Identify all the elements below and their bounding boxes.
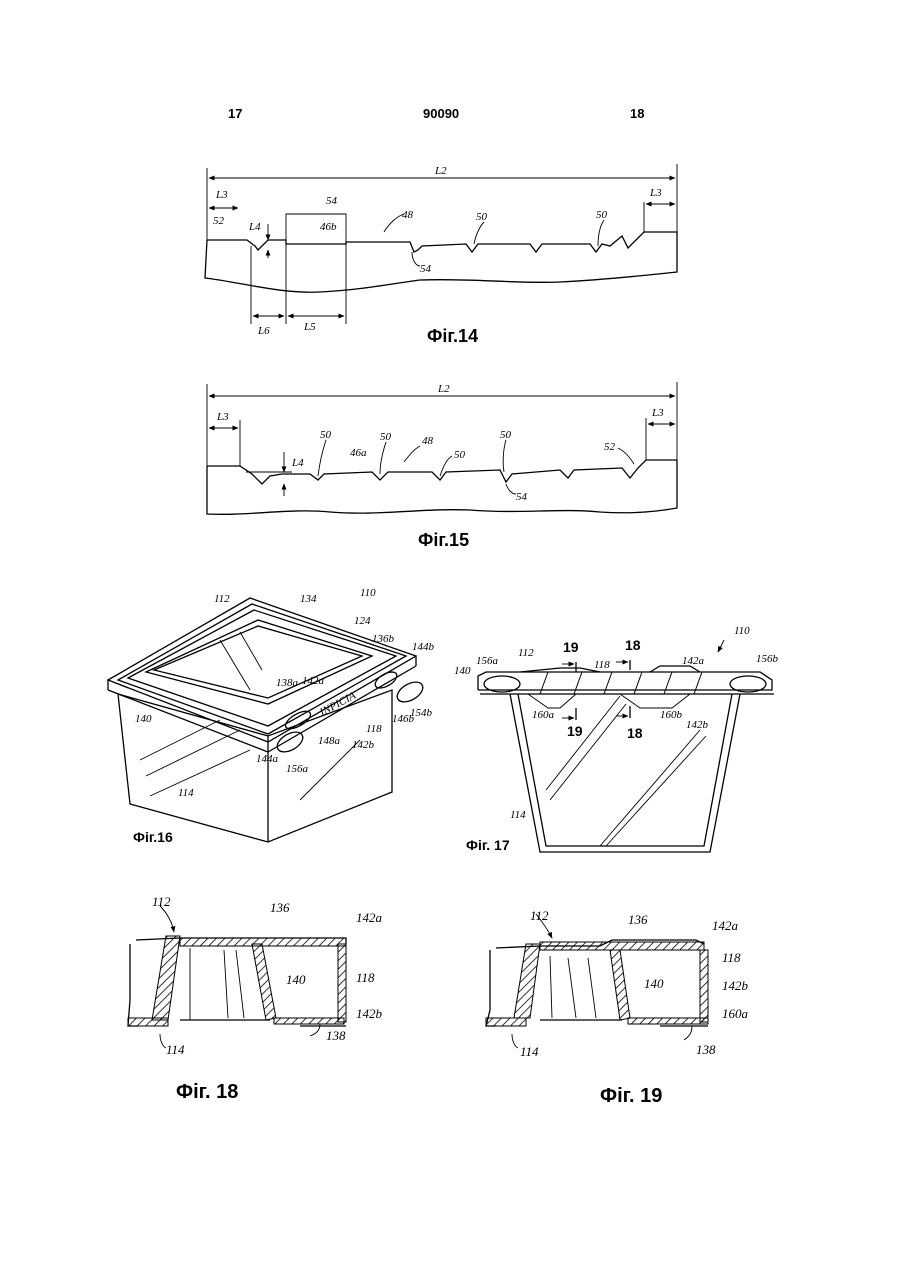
figure-19: 112 136 142a 118 140 142b 160a 138 114 Ф… [486, 908, 749, 1107]
fig16-label-142a: 142a [302, 675, 325, 687]
fig14-label-54-bottom: 54 [420, 263, 432, 275]
fig17-label-110: 110 [734, 625, 750, 637]
fig14-label-46b: 46b [320, 221, 337, 233]
fig16-label-134: 134 [300, 593, 317, 605]
fig14-label-48: 48 [402, 209, 414, 221]
fig14-label-l4: L4 [248, 221, 261, 233]
fig16-label-144b: 144b [412, 641, 435, 653]
fig15-label-50a: 50 [320, 429, 332, 441]
fig16-label-142b: 142b [352, 739, 375, 751]
fig15-label-52: 52 [604, 441, 616, 453]
fig15-caption: Фіг.15 [418, 530, 469, 550]
fig19-label-136: 136 [628, 912, 648, 927]
fig17-caption: Фіг. 17 [466, 837, 510, 853]
fig16-caption: Фіг.16 [133, 829, 173, 845]
fig14-caption: Фіг.14 [427, 326, 478, 346]
fig17-label-118: 118 [594, 659, 610, 671]
fig16-label-140: 140 [135, 713, 152, 725]
figure-16: INPICIA 112 134 110 124 136b 144b 138a 1… [108, 587, 435, 845]
fig17-label-18-top: 18 [625, 637, 641, 653]
fig18-label-140: 140 [286, 972, 306, 987]
fig18-caption: Фіг. 18 [176, 1081, 238, 1103]
fig16-label-156a: 156a [286, 763, 309, 775]
fig16-label-110: 110 [360, 587, 376, 599]
fig15-label-l3-right: L3 [651, 407, 664, 419]
fig17-label-18-bottom: 18 [627, 725, 643, 741]
fig19-label-114: 114 [520, 1044, 539, 1059]
fig14-label-54-top: 54 [326, 195, 338, 207]
fig16-label-138a: 138a [276, 677, 299, 689]
fig15-label-54: 54 [516, 491, 528, 503]
fig16-label-148a: 148a [318, 735, 341, 747]
fig16-label-124: 124 [354, 615, 371, 627]
fig19-label-118: 118 [722, 950, 741, 965]
fig18-label-138: 138 [326, 1028, 346, 1043]
fig17-label-156a: 156a [476, 655, 499, 667]
figure-17: 110 19 18 112 118 142a 140 156a 156b 160… [454, 625, 779, 853]
fig17-label-112: 112 [518, 647, 534, 659]
fig14-label-l2: L2 [434, 165, 447, 177]
fig16-label-144a: 144a [256, 753, 279, 765]
fig14-label-l6: L6 [257, 325, 270, 337]
fig18-label-136: 136 [270, 900, 290, 915]
fig17-label-114: 114 [510, 809, 526, 821]
fig15-label-50d: 50 [500, 429, 512, 441]
fig16-label-114: 114 [178, 787, 194, 799]
fig18-label-142a: 142a [356, 910, 383, 925]
figure-15: L2 L3 L3 L4 50 46a 50 48 50 50 52 54 Фіг… [207, 382, 677, 550]
figure-14: L2 L3 L3 52 L4 54 46b 48 50 50 54 L6 L5 … [205, 164, 677, 346]
fig17-label-19-top: 19 [563, 639, 579, 655]
fig14-label-52: 52 [213, 215, 225, 227]
fig15-label-l3-left: L3 [216, 411, 229, 423]
fig15-label-l2: L2 [437, 383, 450, 395]
fig15-label-50c: 50 [454, 449, 466, 461]
fig18-label-114: 114 [166, 1042, 185, 1057]
fig14-label-l5: L5 [303, 321, 316, 333]
fig14-label-l3-right: L3 [649, 187, 662, 199]
fig17-label-160a: 160a [532, 709, 555, 721]
fig18-label-142b: 142b [356, 1006, 383, 1021]
fig19-caption: Фіг. 19 [600, 1085, 662, 1107]
fig17-label-140: 140 [454, 665, 471, 677]
fig17-label-142b: 142b [686, 719, 709, 731]
fig17-label-156b: 156b [756, 653, 779, 665]
fig14-label-l3-left: L3 [215, 189, 228, 201]
fig19-label-142b: 142b [722, 978, 749, 993]
figure-18: 112 136 142a 140 118 142b 138 114 Фіг. 1… [128, 894, 383, 1103]
fig17-label-142a: 142a [682, 655, 705, 667]
fig15-label-l4: L4 [291, 457, 304, 469]
fig17-label-160b: 160b [660, 709, 683, 721]
fig16-label-112: 112 [214, 593, 230, 605]
fig15-label-48: 48 [422, 435, 434, 447]
fig18-label-118: 118 [356, 970, 375, 985]
fig15-label-50b: 50 [380, 431, 392, 443]
fig16-label-136b: 136b [372, 633, 395, 645]
fig19-label-138: 138 [696, 1042, 716, 1057]
fig14-label-50b: 50 [596, 209, 608, 221]
fig16-label-118: 118 [366, 723, 382, 735]
fig19-label-140: 140 [644, 976, 664, 991]
fig19-label-142a: 142a [712, 918, 739, 933]
fig16-label-154b: 154b [410, 707, 433, 719]
fig15-label-46a: 46a [350, 447, 367, 459]
fig17-label-19-bottom: 19 [567, 723, 583, 739]
fig19-label-112: 112 [530, 908, 549, 923]
fig19-label-160a: 160a [722, 1006, 749, 1021]
fig14-label-50a: 50 [476, 211, 488, 223]
fig18-label-112: 112 [152, 894, 171, 909]
